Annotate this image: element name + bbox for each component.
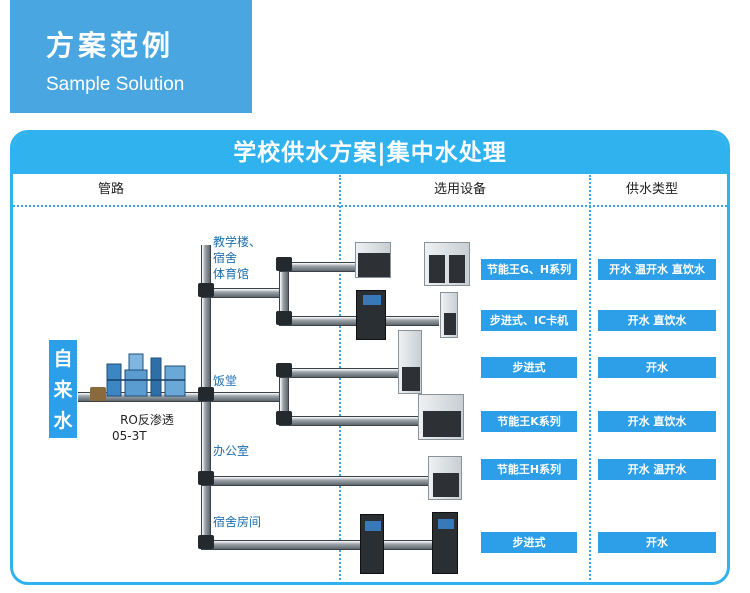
pipe-joint xyxy=(276,363,292,377)
dispenser-unit xyxy=(360,514,384,574)
dispenser-unit xyxy=(355,242,391,278)
branch-pipe-1 xyxy=(201,288,283,298)
device-tag: 节能王H系列 xyxy=(481,459,577,480)
ro-plant-name: RO反渗透 xyxy=(120,413,174,427)
dispenser-unit xyxy=(440,292,458,338)
branch-2-lower-pipe xyxy=(279,416,439,426)
branch-pipe-2 xyxy=(201,392,285,402)
device-tag: 节能王K系列 xyxy=(481,411,577,432)
dispenser-unit xyxy=(398,330,422,394)
device-tag: 步进式 xyxy=(481,357,577,378)
panel-title: 学校供水方案|集中水处理 xyxy=(13,133,727,174)
branch-1-upper-pipe xyxy=(279,262,363,272)
branch-label-dorm-room: 宿舍房间 xyxy=(213,515,262,529)
supply-type-tag: 开水 xyxy=(598,532,716,553)
branch-label-office: 办公室 xyxy=(213,444,250,458)
branch-pipe-4 xyxy=(201,540,441,550)
header-title-en: Sample Solution xyxy=(46,74,185,95)
supply-type-tag: 开水 xyxy=(598,357,716,378)
supply-type-tag: 开水 温开水 xyxy=(598,459,716,480)
valve-icon xyxy=(90,387,106,401)
ro-plant-icon xyxy=(106,353,186,397)
device-tag: 步进式 xyxy=(481,532,577,553)
supply-type-tag: 开水 直饮水 xyxy=(598,310,716,331)
dispenser-unit xyxy=(356,290,386,340)
tap-water-label: 自来水 xyxy=(53,348,73,432)
column-header-pipes: 管路 xyxy=(98,182,125,197)
pipe-joint xyxy=(198,471,214,485)
dispenser-unit xyxy=(432,512,458,574)
branch-riser-1 xyxy=(279,262,289,320)
branch-2-upper-pipe xyxy=(279,368,409,378)
dispenser-unit xyxy=(428,456,462,500)
branch-riser-2 xyxy=(279,368,289,420)
pipe-joint xyxy=(276,257,292,271)
pipe-joint xyxy=(198,387,214,401)
ro-plant-model: 05-3T xyxy=(112,429,147,443)
column-divider-2 xyxy=(589,175,591,580)
branch-label-teaching: 教学楼、 xyxy=(213,235,262,249)
device-tag: 步进式、IC卡机 xyxy=(481,310,577,331)
pipe-joint xyxy=(276,311,292,325)
dispenser-unit xyxy=(418,394,464,440)
device-tag: 节能王G、H系列 xyxy=(481,259,577,280)
column-header-supply-type: 供水类型 xyxy=(626,182,679,197)
header-title-box: 方案范例 Sample Solution xyxy=(10,0,252,113)
pipe-joint xyxy=(198,535,214,549)
column-header-equipment: 选用设备 xyxy=(434,182,487,197)
tap-water-source: 自来水 xyxy=(49,340,77,438)
header-title-zh: 方案范例 xyxy=(46,29,175,62)
dispenser-unit xyxy=(424,242,470,286)
supply-type-tag: 开水 温开水 直饮水 xyxy=(598,259,716,280)
branch-label-dorm: 宿舍 xyxy=(213,251,238,265)
header-divider xyxy=(13,205,727,207)
branch-label-canteen: 饭堂 xyxy=(213,374,238,388)
pipe-joint xyxy=(276,411,292,425)
branch-label-gym: 体育馆 xyxy=(213,267,250,281)
pipe-joint xyxy=(198,283,214,297)
supply-type-tag: 开水 直饮水 xyxy=(598,411,716,432)
branch-pipe-3 xyxy=(201,476,437,486)
